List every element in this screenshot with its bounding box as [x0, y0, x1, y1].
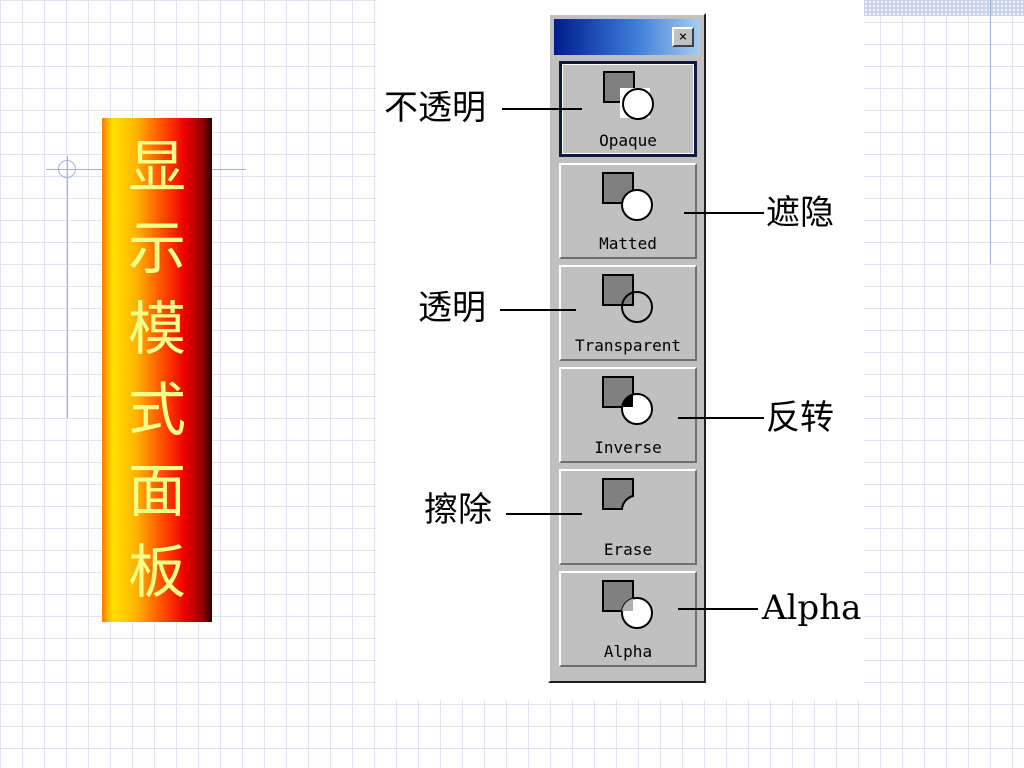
deco-line-vertical [67, 156, 68, 418]
matted-label: Matted [599, 234, 657, 253]
deco-circle [58, 160, 76, 178]
callout-opaque: 不透明 [384, 88, 486, 128]
matted-icon [602, 172, 653, 221]
leader-opaque [502, 108, 582, 110]
inverse-button[interactable]: Inverse [559, 367, 697, 463]
leader-erase [506, 513, 582, 515]
callout-matted: 遮隐 [766, 193, 834, 233]
transparent-label: Transparent [575, 336, 681, 355]
palette-titlebar[interactable]: × [554, 19, 700, 55]
callout-alpha: Alpha [762, 588, 862, 628]
alpha-icon [602, 580, 653, 629]
leader-inverse [678, 417, 764, 419]
erase-label: Erase [603, 540, 653, 559]
close-button[interactable]: × [672, 27, 694, 47]
inverse-label: Inverse [594, 438, 662, 457]
callout-erase: 擦除 [424, 490, 492, 530]
transparent-icon [602, 274, 653, 323]
deco-line-right [990, 0, 991, 264]
corner-pattern [864, 0, 1024, 16]
opaque-icon [603, 71, 654, 120]
alpha-button[interactable]: Alpha [559, 571, 697, 667]
matted-button[interactable]: Matted [559, 163, 697, 259]
leader-transparent [500, 309, 576, 311]
erase-icon [602, 478, 634, 510]
inverse-icon [602, 376, 653, 425]
leader-alpha [678, 608, 758, 610]
opaque-label: Opaque [599, 131, 657, 150]
slide-title: 显 示 模 式 面 板 [127, 133, 186, 606]
close-icon: × [678, 29, 688, 45]
opaque-button[interactable]: Opaque [559, 61, 697, 157]
callout-transparent: 透明 [418, 288, 486, 328]
transparent-button[interactable]: Transparent [559, 265, 697, 361]
alpha-label: Alpha [603, 642, 653, 661]
ink-palette-window: × Opaque Matted Transparent I [548, 13, 706, 683]
erase-button[interactable]: Erase [559, 469, 697, 565]
title-banner: 显 示 模 式 面 板 [102, 118, 212, 622]
callout-inverse: 反转 [766, 398, 834, 438]
leader-matted [684, 212, 764, 214]
